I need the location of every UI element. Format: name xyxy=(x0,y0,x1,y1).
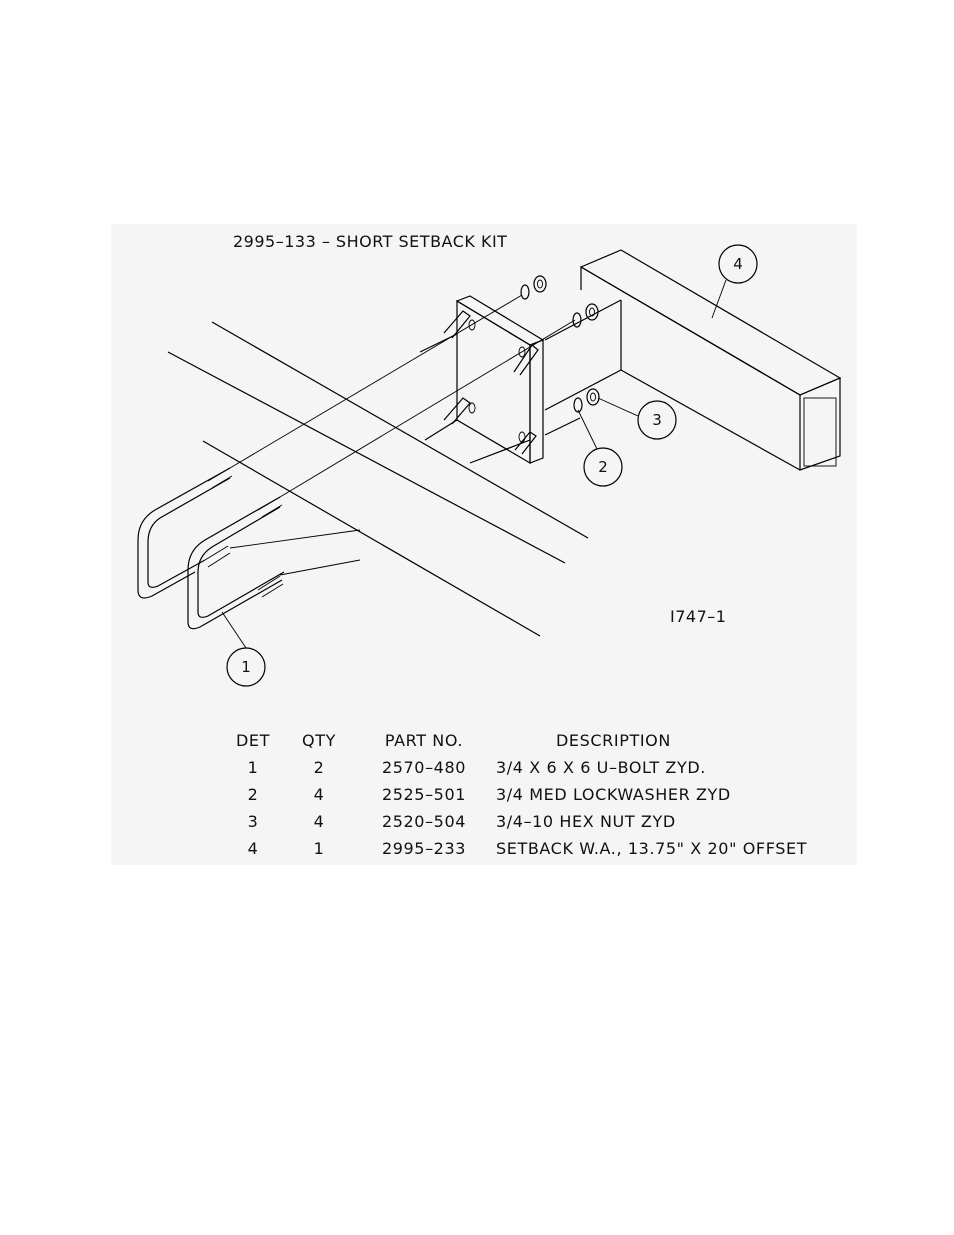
table-row: 1 2 2570–480 3/4 X 6 X 6 U–BOLT ZYD. xyxy=(222,754,906,781)
header-part: PART NO. xyxy=(354,727,494,754)
setback-tube xyxy=(545,250,840,470)
det-cell: 4 xyxy=(222,835,284,862)
header-qty: QTY xyxy=(284,727,354,754)
det-cell: 1 xyxy=(222,754,284,781)
mounting-plate xyxy=(420,296,580,463)
qty-cell: 1 xyxy=(284,835,354,862)
bom-header-row: DET QTY PART NO. DESCRIPTION xyxy=(222,727,906,754)
bolt-centerlines xyxy=(230,295,575,575)
drawing-title: 2995–133 – SHORT SETBACK KIT xyxy=(233,234,507,250)
balloon-2: 2 xyxy=(578,410,622,486)
u-bolt-threads xyxy=(205,468,283,597)
part-cell: 2570–480 xyxy=(354,754,494,781)
qty-cell: 4 xyxy=(284,808,354,835)
table-row: 2 4 2525–501 3/4 MED LOCKWASHER ZYD xyxy=(222,781,906,808)
part-cell: 2995–233 xyxy=(354,835,494,862)
qty-cell: 4 xyxy=(284,781,354,808)
desc-cell: 3/4–10 HEX NUT ZYD xyxy=(494,808,906,835)
det-cell: 3 xyxy=(222,808,284,835)
svg-text:1: 1 xyxy=(241,658,251,676)
balloon-1: 1 xyxy=(222,612,265,686)
qty-cell: 2 xyxy=(284,754,354,781)
table-row: 3 4 2520–504 3/4–10 HEX NUT ZYD xyxy=(222,808,906,835)
table-row: 4 1 2995–233 SETBACK W.A., 13.75" X 20" … xyxy=(222,835,906,862)
balloon-3: 3 xyxy=(598,398,676,439)
part-cell: 2525–501 xyxy=(354,781,494,808)
drawing-number: I747–1 xyxy=(670,609,726,625)
part-cell: 2520–504 xyxy=(354,808,494,835)
svg-text:3: 3 xyxy=(652,411,662,429)
header-det: DET xyxy=(222,727,284,754)
det-cell: 2 xyxy=(222,781,284,808)
desc-cell: 3/4 X 6 X 6 U–BOLT ZYD. xyxy=(494,754,906,781)
u-bolts xyxy=(138,468,284,629)
desc-cell: SETBACK W.A., 13.75" X 20" OFFSET xyxy=(494,835,906,862)
header-desc: DESCRIPTION xyxy=(494,727,906,754)
bill-of-materials: DET QTY PART NO. DESCRIPTION 1 2 2570–48… xyxy=(222,727,906,862)
svg-text:2: 2 xyxy=(598,458,608,476)
desc-cell: 3/4 MED LOCKWASHER ZYD xyxy=(494,781,906,808)
svg-text:4: 4 xyxy=(733,255,743,273)
axle-lines xyxy=(168,322,588,636)
